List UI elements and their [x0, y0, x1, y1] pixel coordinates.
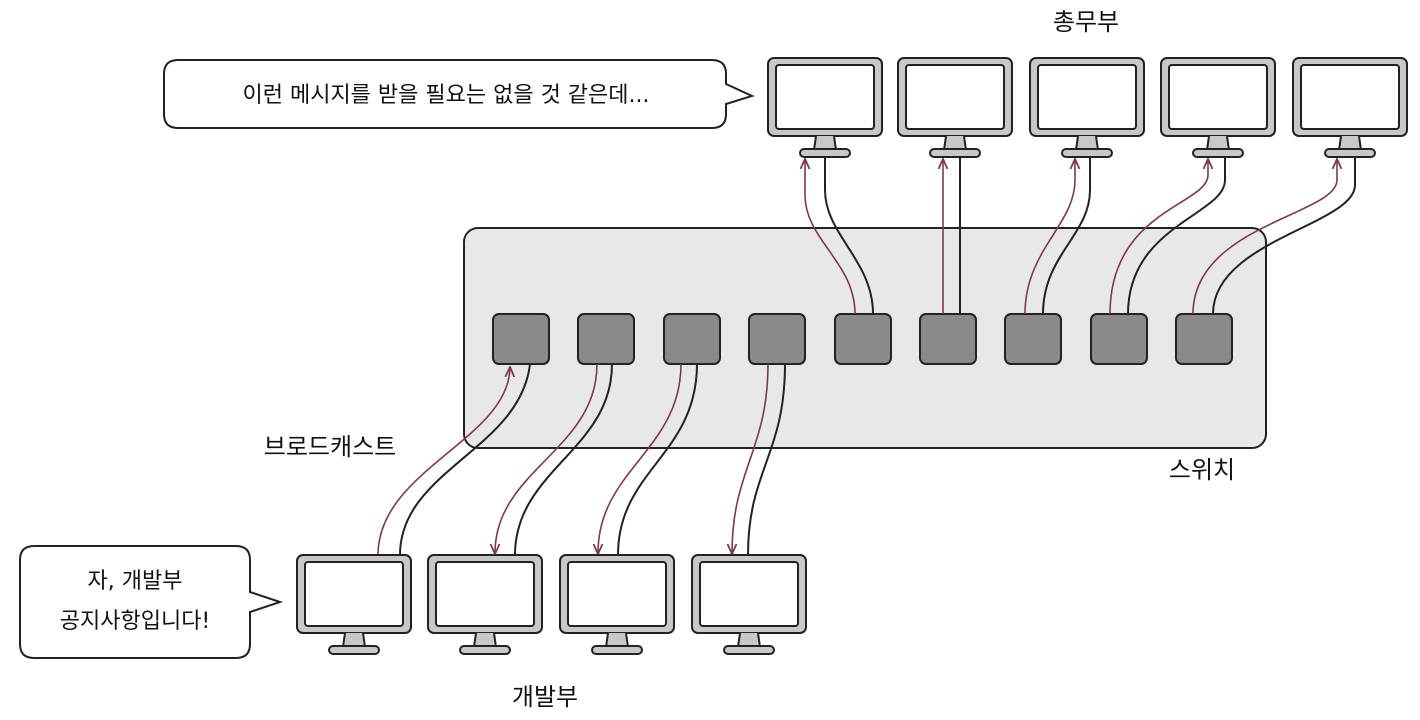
cable-bottom-3 [617, 363, 698, 556]
bottom-monitors [296, 554, 807, 655]
top-speech-bubble: 이런 메시지를 받을 필요는 없을 것 같은데... [163, 59, 755, 129]
switch-ports [492, 313, 1233, 365]
cable-top-3 [1042, 155, 1091, 315]
bottom-speech-bubble: 자, 개발부 공지사항입니다! [19, 545, 284, 659]
switch-port-6 [919, 313, 977, 365]
signal-arrow-bottom-4 [732, 363, 769, 553]
cable-top-4 [1127, 155, 1226, 315]
top-cables [805, 155, 1356, 315]
monitor-bottom-4 [691, 554, 807, 655]
switch-port-1 [492, 313, 550, 365]
signal-arrow-bottom-3 [598, 363, 682, 553]
monitor-top-5 [1292, 57, 1408, 158]
cable-bottom-4 [747, 363, 786, 556]
cable-bottom-2 [514, 363, 613, 556]
signal-arrow-top-5 [1192, 160, 1337, 315]
signal-arrow-bottom-2 [495, 363, 598, 553]
switch-port-7 [1004, 313, 1062, 365]
monitor-top-2 [897, 57, 1013, 158]
switch-port-3 [663, 313, 721, 365]
bottom-bubble-line1: 자, 개발부 [88, 569, 183, 594]
switch-port-4 [748, 313, 806, 365]
bottom-cables [377, 363, 786, 556]
top-group-label: 총무부 [1053, 8, 1119, 36]
signal-arrow-top-4 [1109, 160, 1208, 315]
top-bubble-text: 이런 메시지를 받을 필요는 없을 것 같은데... [242, 83, 649, 108]
switch-port-5 [834, 313, 892, 365]
monitor-top-1 [767, 57, 883, 158]
switch-port-9 [1175, 313, 1233, 365]
signal-arrow-top-3 [1024, 160, 1075, 315]
switch-label: 스위치 [1169, 456, 1235, 484]
monitor-top-3 [1029, 57, 1145, 158]
top-monitors [767, 57, 1408, 158]
monitor-bottom-3 [559, 554, 675, 655]
cable-bottom-1 [399, 363, 531, 556]
cable-top-5 [1212, 155, 1356, 315]
signal-arrow-top-1 [805, 160, 856, 315]
switch-port-2 [577, 313, 635, 365]
cable-top-1 [824, 155, 874, 315]
bottom-group-label: 개발부 [512, 683, 578, 711]
switch-port-8 [1090, 313, 1148, 365]
bottom-bubble-line2: 공지사항입니다! [60, 609, 211, 634]
broadcast-label: 브로드캐스트 [264, 433, 396, 461]
monitor-bottom-1 [296, 554, 412, 655]
monitor-top-4 [1160, 57, 1276, 158]
signal-arrow-bottom-1 [377, 368, 510, 556]
monitor-bottom-2 [427, 554, 543, 655]
